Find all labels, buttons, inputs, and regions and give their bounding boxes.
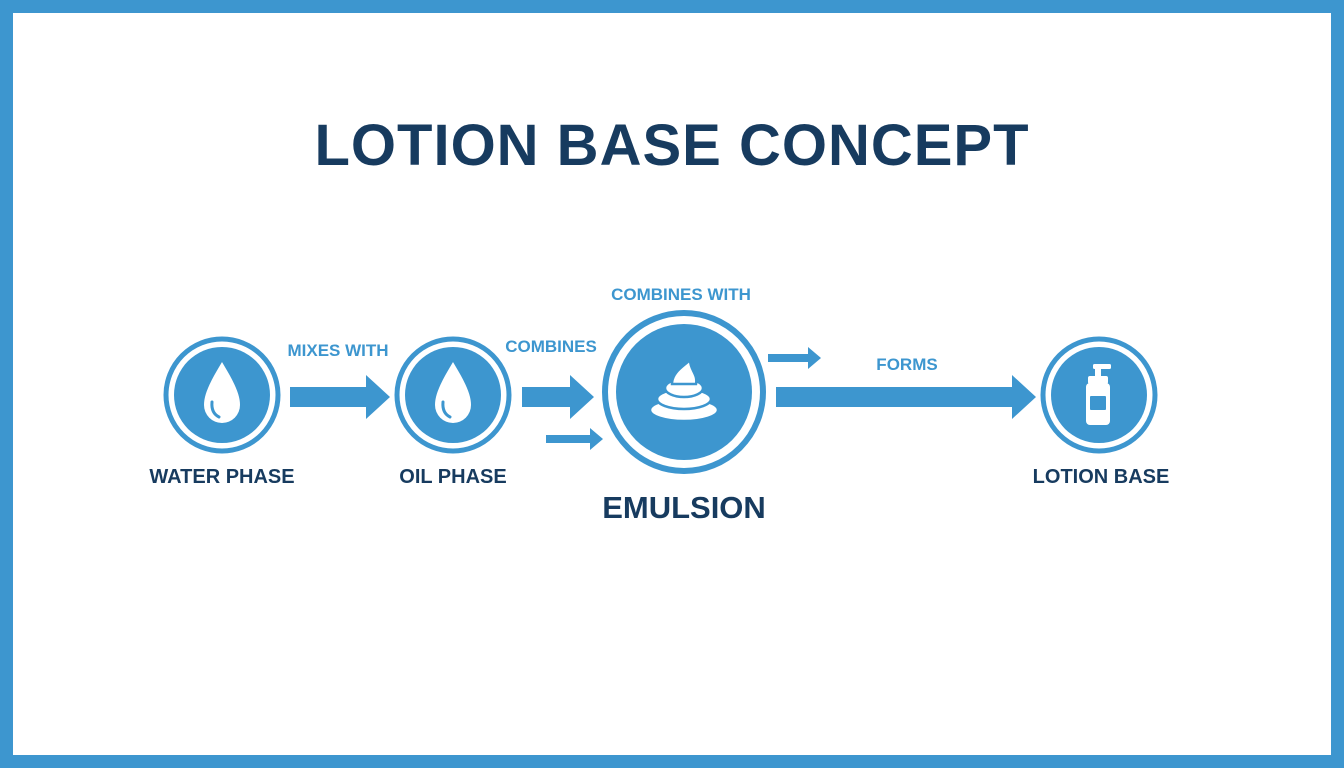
lotion-base-label: LOTION BASE [1032,466,1170,488]
arrow-combines [522,375,603,450]
arrow-mixes-with [290,375,390,419]
arrow-combines-with [768,347,821,369]
emulsion-node [602,310,766,474]
combines-label: COMBINES [505,337,597,356]
arrow-forms [776,375,1036,419]
lotion-base-node [1040,336,1158,454]
cream-swirl-icon [648,356,720,423]
water-phase-label: WATER PHASE [149,466,295,488]
pump-bottle-icon [1086,364,1111,425]
water-phase-node [163,336,281,454]
combines-with-label: COMBINES WITH [611,285,751,304]
diagram-title: LOTION BASE CONCEPT [314,113,1030,178]
emulsion-label: EMULSION [602,490,766,525]
oil-phase-node [394,336,512,454]
mixes-with-label: MIXES WITH [287,341,389,360]
forms-label: FORMS [876,355,938,374]
oil-phase-label: OIL PHASE [399,466,507,488]
